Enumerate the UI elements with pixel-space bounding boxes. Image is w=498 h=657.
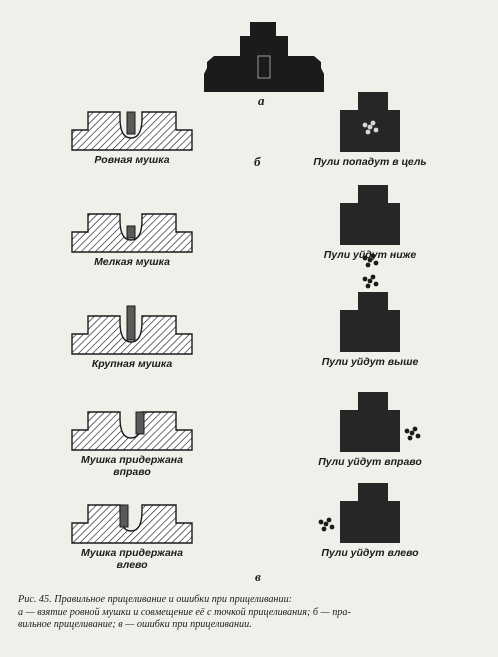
front-sight-post: [126, 111, 136, 135]
bullet-hit: [367, 278, 373, 284]
bullet-hit: [365, 129, 371, 135]
target-result-right: [340, 392, 421, 452]
part-letter-b: б: [254, 154, 261, 169]
front-sight-label-line: Мелкая мушка: [94, 256, 170, 268]
front-sight-label-line: Мушка придержана: [81, 547, 183, 559]
front-sight-label: Крупная мушка: [62, 358, 202, 370]
sight-picture-middle: [240, 36, 288, 56]
bullet-hit: [373, 281, 379, 287]
front-sight-post: [135, 411, 145, 435]
result-label: Пули попадут в цель: [313, 156, 427, 168]
result-label: Пули уйдут ниже: [323, 249, 417, 261]
caption-line: а — взятие ровной мушки и совмещение её …: [18, 606, 351, 618]
rear-sight-notch: [71, 315, 193, 355]
front-sight-panel-right: [71, 411, 193, 451]
bullet-hit: [365, 283, 371, 289]
target-silhouette: [340, 292, 400, 352]
rear-sight-notch: [71, 111, 193, 151]
bullet-hit: [367, 257, 373, 263]
front-sight-label-line: вправо: [113, 466, 151, 478]
front-sight-panel-coarse: [71, 305, 193, 355]
bullet-hit: [370, 253, 376, 259]
bullet-hit: [407, 435, 413, 441]
target-silhouette: [340, 92, 400, 152]
caption-line: Рис. 45. Правильное прицеливание и ошибк…: [18, 594, 293, 605]
front-sight-panel-fine: [71, 213, 193, 253]
sight-picture-top: [250, 22, 276, 38]
bullet-hit: [370, 274, 376, 280]
bullet-hit: [367, 124, 373, 130]
front-sight-label-line: Ровная мушка: [94, 154, 170, 166]
bullet-hit: [362, 122, 368, 128]
front-sight-label-line: влево: [116, 559, 148, 571]
part-letter-v: в: [255, 569, 261, 584]
rear-sight-notch: [71, 504, 193, 544]
bullet-hit: [404, 428, 410, 434]
bullet-hit: [321, 526, 327, 532]
target-silhouette: [340, 185, 400, 245]
part-letter-a: а: [258, 93, 265, 108]
bullet-hit: [415, 433, 421, 439]
aiming-diagram: [71, 22, 421, 544]
result-label: Пули уйдут вправо: [318, 456, 422, 468]
bullet-hit: [365, 262, 371, 268]
figure-caption: Рис. 45. Правильное прицеливание и ошибк…: [18, 594, 484, 632]
front-sight-panel-left: [71, 504, 193, 544]
bullet-hit: [318, 519, 324, 525]
target-result-center: [340, 92, 400, 152]
sight-picture-a: [204, 22, 324, 92]
front-sight-post: [257, 55, 271, 79]
bullet-hit: [370, 120, 376, 126]
bullet-hit: [329, 524, 335, 530]
target-result-below: [340, 185, 400, 268]
bullet-hit: [326, 517, 332, 523]
front-sight-label: Ровная мушка: [62, 154, 202, 166]
bullet-hit: [323, 521, 329, 527]
result-label: Пули уйдут выше: [321, 356, 419, 368]
bullet-hit: [373, 127, 379, 133]
bullet-hit: [373, 260, 379, 266]
bullet-hit: [362, 276, 368, 282]
bullet-hit: [362, 255, 368, 261]
rear-sight-notch: [71, 411, 193, 451]
front-sight-label-line: Крупная мушка: [91, 358, 173, 370]
front-sight-label-line: Мушка придержана: [81, 454, 183, 466]
front-sight-post: [126, 305, 136, 341]
bullet-hit: [412, 426, 418, 432]
front-sight-post: [126, 225, 136, 239]
target-silhouette: [340, 392, 400, 452]
target-silhouette: [340, 483, 400, 543]
bullet-hit: [409, 430, 415, 436]
front-sight-post: [119, 504, 129, 528]
result-label: Пули уйдут влево: [321, 547, 419, 559]
target-result-above: [340, 274, 400, 352]
front-sight-label: Мелкая мушка: [62, 256, 202, 268]
front-sight-panel-level: [71, 111, 193, 151]
rear-sight-notch: [71, 213, 193, 253]
target-result-left: [318, 483, 400, 543]
caption-line: вильное прицеливание; в — ошибки при при…: [18, 619, 252, 631]
